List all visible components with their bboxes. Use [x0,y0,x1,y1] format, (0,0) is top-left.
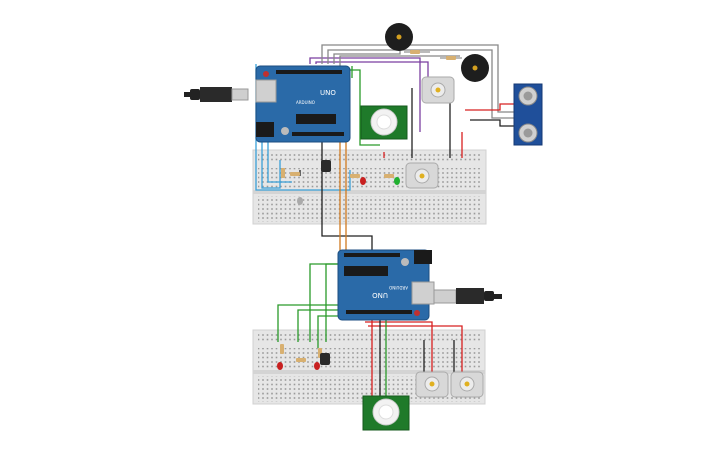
led-top-3 [297,197,303,205]
resistor-top-2 [440,56,462,60]
arduino-uno-bottom: UNO ARDUINO [337,249,435,321]
resistor-bottom-2 [296,358,306,362]
ultrasonic-sensor [513,83,543,146]
arduino-bottom-model-label: UNO [372,291,388,299]
arduino-bottom-brand-label: ARDUINO [389,285,408,290]
pir-sensor-top [360,105,408,140]
temperature-sensor-top [321,160,331,172]
dc-motor-bottom-2 [450,371,484,398]
buzzer-1 [385,23,413,51]
dc-motor-top-2 [405,162,439,189]
pir-sensor-bottom [362,395,410,431]
dc-motor-bottom-1 [415,371,449,398]
breadboard-top [252,149,487,225]
dc-motor-top-1 [421,76,455,104]
arduino-uno-top: UNO ARDUINO [255,65,351,143]
led-green-top [394,177,400,185]
led-red-bottom-1 [277,362,283,370]
arduino-top-brand-label: ARDUINO [296,100,315,105]
resistor-top-5 [350,174,360,178]
breadboard-bottom [252,329,486,405]
arduino-top-model-label: UNO [320,89,336,97]
resistor-top-3 [281,168,285,178]
wires-bottom [277,263,463,400]
resistor-top-1 [404,50,430,54]
temperature-sensor-bottom [320,353,330,365]
usb-cable-bottom [433,288,502,304]
usb-cable-top [184,87,249,102]
led-red-top [360,177,366,185]
led-red-bottom-2 [314,362,320,370]
buzzer-2 [461,54,489,82]
resistor-bottom-1 [280,344,284,354]
resistor-top-6 [384,174,394,178]
resistor-top-4 [290,172,300,176]
